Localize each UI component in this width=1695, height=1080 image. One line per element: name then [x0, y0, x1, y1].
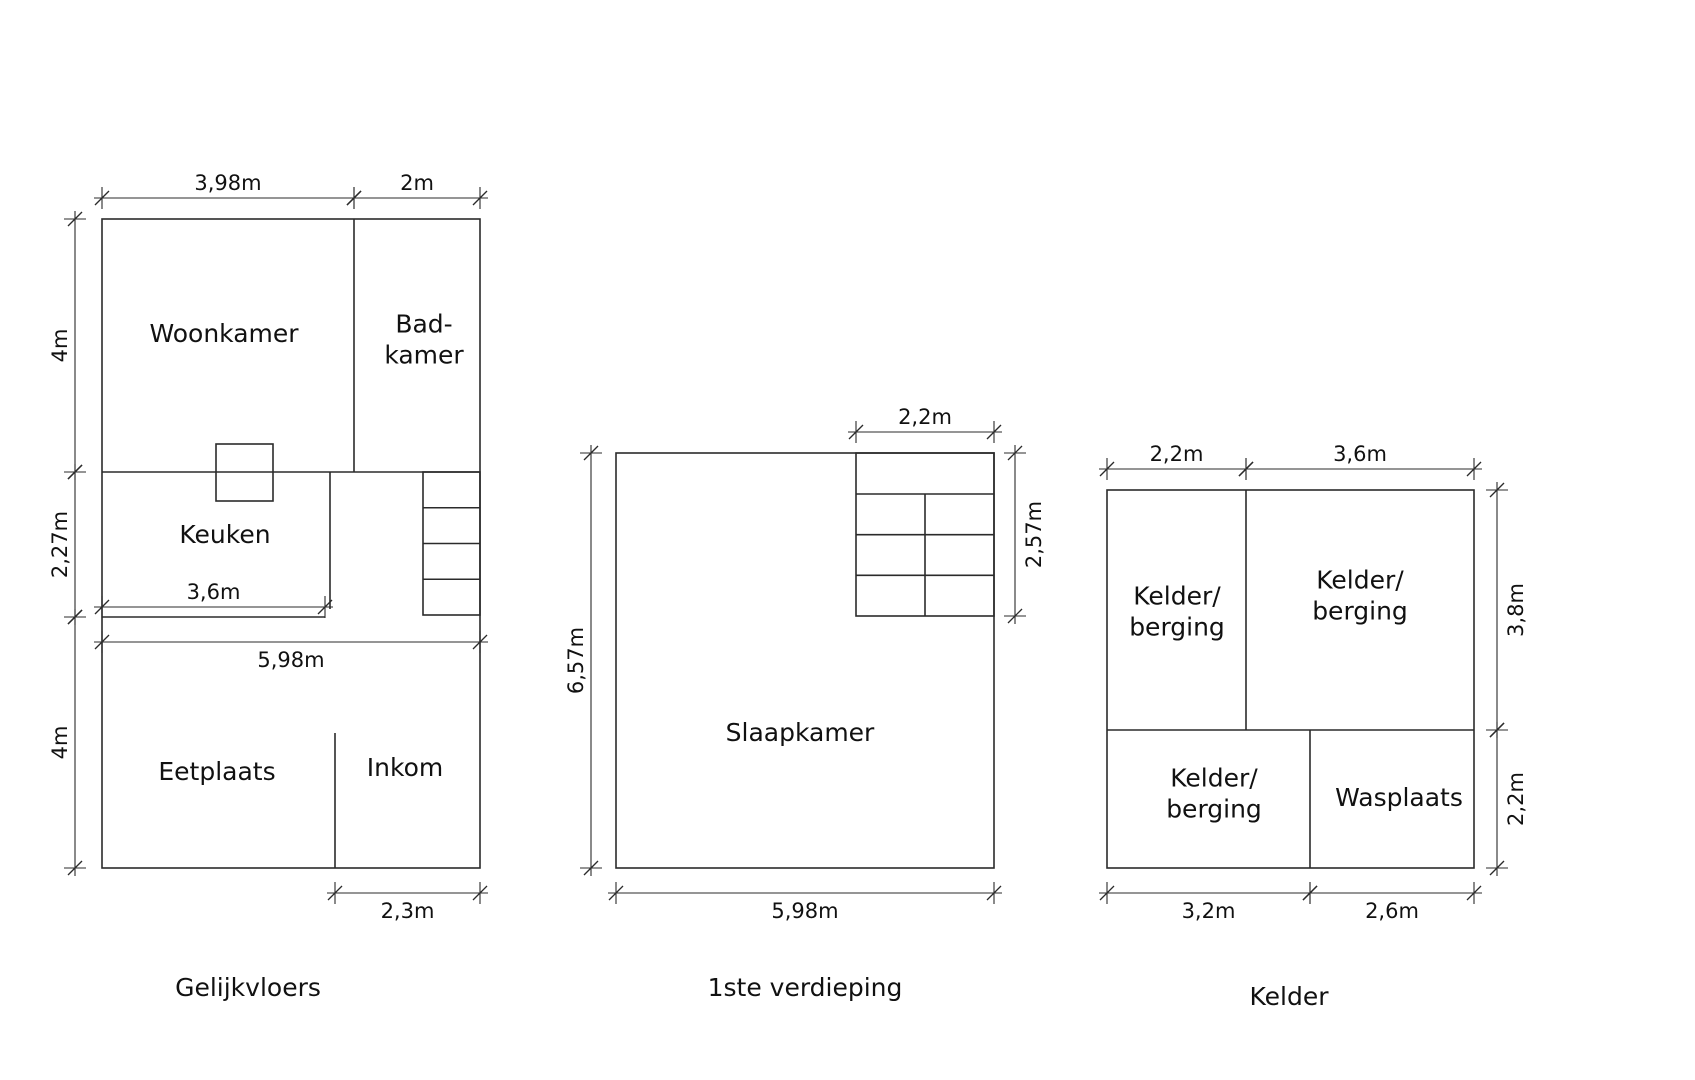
dim-verdieping-stair-depth-label: 2,57m [1022, 501, 1046, 568]
dim-kelder-right-bottom-label: 2,2m [1504, 772, 1528, 826]
dim-kelder-right-bottom-tick-start [1489, 722, 1505, 738]
dim-gelijkvloers-keuken-tick-start [94, 599, 110, 615]
caption-gelijkvloers: Gelijkvloers [175, 973, 321, 1002]
dim-kelder-bottom-right-tick-start [1302, 885, 1318, 901]
dim-gelijkvloers-left-top-label: 4m [48, 329, 72, 363]
room-inkom: Inkom [367, 753, 443, 782]
dim-gelijkvloers-top-right-label: 2m [400, 171, 434, 195]
dim-verdieping-stair-width-tick-start [848, 424, 864, 440]
room-slaapkamer: Slaapkamer [726, 718, 875, 747]
room-kelder-berging-onder: Kelder/berging [1166, 764, 1262, 824]
dim-verdieping-stair-width-tick-end [986, 424, 1002, 440]
dim-verdieping-left-tick-end [583, 860, 599, 876]
dim-kelder-top-right-label: 3,6m [1333, 442, 1387, 466]
dim-verdieping-bottom-label: 5,98m [771, 899, 838, 923]
dim-verdieping-stair-width-label: 2,2m [898, 405, 952, 429]
verdieping-outline [615, 452, 995, 869]
dim-gelijkvloers-total-label: 5,98m [257, 648, 324, 672]
room-woonkamer: Woonkamer [149, 319, 299, 348]
dim-kelder-top-left-tick-start [1099, 461, 1115, 477]
dim-gelijkvloers-top-right-tick-end [472, 190, 488, 206]
dim-kelder-bottom-left-tick-start [1099, 885, 1115, 901]
dim-kelder-right-bottom-tick-end [1489, 860, 1505, 876]
dim-gelijkvloers-top-left-tick-start [94, 190, 110, 206]
dim-kelder-bottom-right-label: 2,6m [1365, 899, 1419, 923]
dim-kelder-right-top-label: 3,8m [1504, 583, 1528, 637]
dim-gelijkvloers-top-right-tick-start [346, 190, 362, 206]
dim-gelijkvloers-keuken-label: 3,6m [187, 580, 241, 604]
caption-verdieping: 1ste verdieping [708, 973, 903, 1002]
room-wasplaats: Wasplaats [1335, 783, 1463, 812]
dim-gelijkvloers-keuken-tick-end [317, 599, 333, 615]
dim-kelder-top-right-tick-end [1466, 461, 1482, 477]
room-eetplaats: Eetplaats [158, 757, 275, 786]
dim-kelder-top-left-label: 2,2m [1150, 442, 1204, 466]
dim-verdieping-left-label: 6,57m [564, 627, 588, 694]
dim-gelijkvloers-bottom-right-tick-start [327, 885, 343, 901]
dim-verdieping-stair-depth-tick-start [1007, 445, 1023, 461]
dim-verdieping-bottom-tick-end [986, 885, 1002, 901]
room-kelder-berging-links: Kelder/berging [1129, 582, 1225, 642]
dim-verdieping-stair-depth-tick-end [1007, 608, 1023, 624]
dim-verdieping-bottom-tick-start [608, 885, 624, 901]
room-keuken: Keuken [179, 520, 270, 549]
dim-kelder-bottom-right-tick-end [1466, 885, 1482, 901]
dim-gelijkvloers-bottom-right-label: 2,3m [381, 899, 435, 923]
dim-gelijkvloers-left-bottom-tick-start [67, 609, 83, 625]
dim-gelijkvloers-bottom-right-tick-end [472, 885, 488, 901]
dim-kelder-right-top-tick-start [1489, 482, 1505, 498]
dim-gelijkvloers-left-middle-label: 2,27m [48, 511, 72, 578]
dim-gelijkvloers-total-tick-end [472, 634, 488, 650]
dim-gelijkvloers-left-bottom-label: 4m [48, 726, 72, 760]
dim-gelijkvloers-total-tick-start [94, 634, 110, 650]
room-kelder-berging-rechts: Kelder/berging [1312, 566, 1408, 626]
dim-gelijkvloers-left-middle-tick-start [67, 464, 83, 480]
caption-kelder: Kelder [1249, 982, 1329, 1011]
room-badkamer: Bad-kamer [384, 310, 464, 370]
dim-gelijkvloers-top-left-label: 3,98m [194, 171, 261, 195]
dim-gelijkvloers-left-top-tick-start [67, 211, 83, 227]
dim-verdieping-left-tick-start [583, 445, 599, 461]
dim-gelijkvloers-left-bottom-tick-end [67, 860, 83, 876]
chimney-block [215, 443, 274, 502]
dim-kelder-top-right-tick-start [1238, 461, 1254, 477]
dim-kelder-bottom-left-label: 3,2m [1182, 899, 1236, 923]
kelder-outline [1106, 489, 1475, 869]
